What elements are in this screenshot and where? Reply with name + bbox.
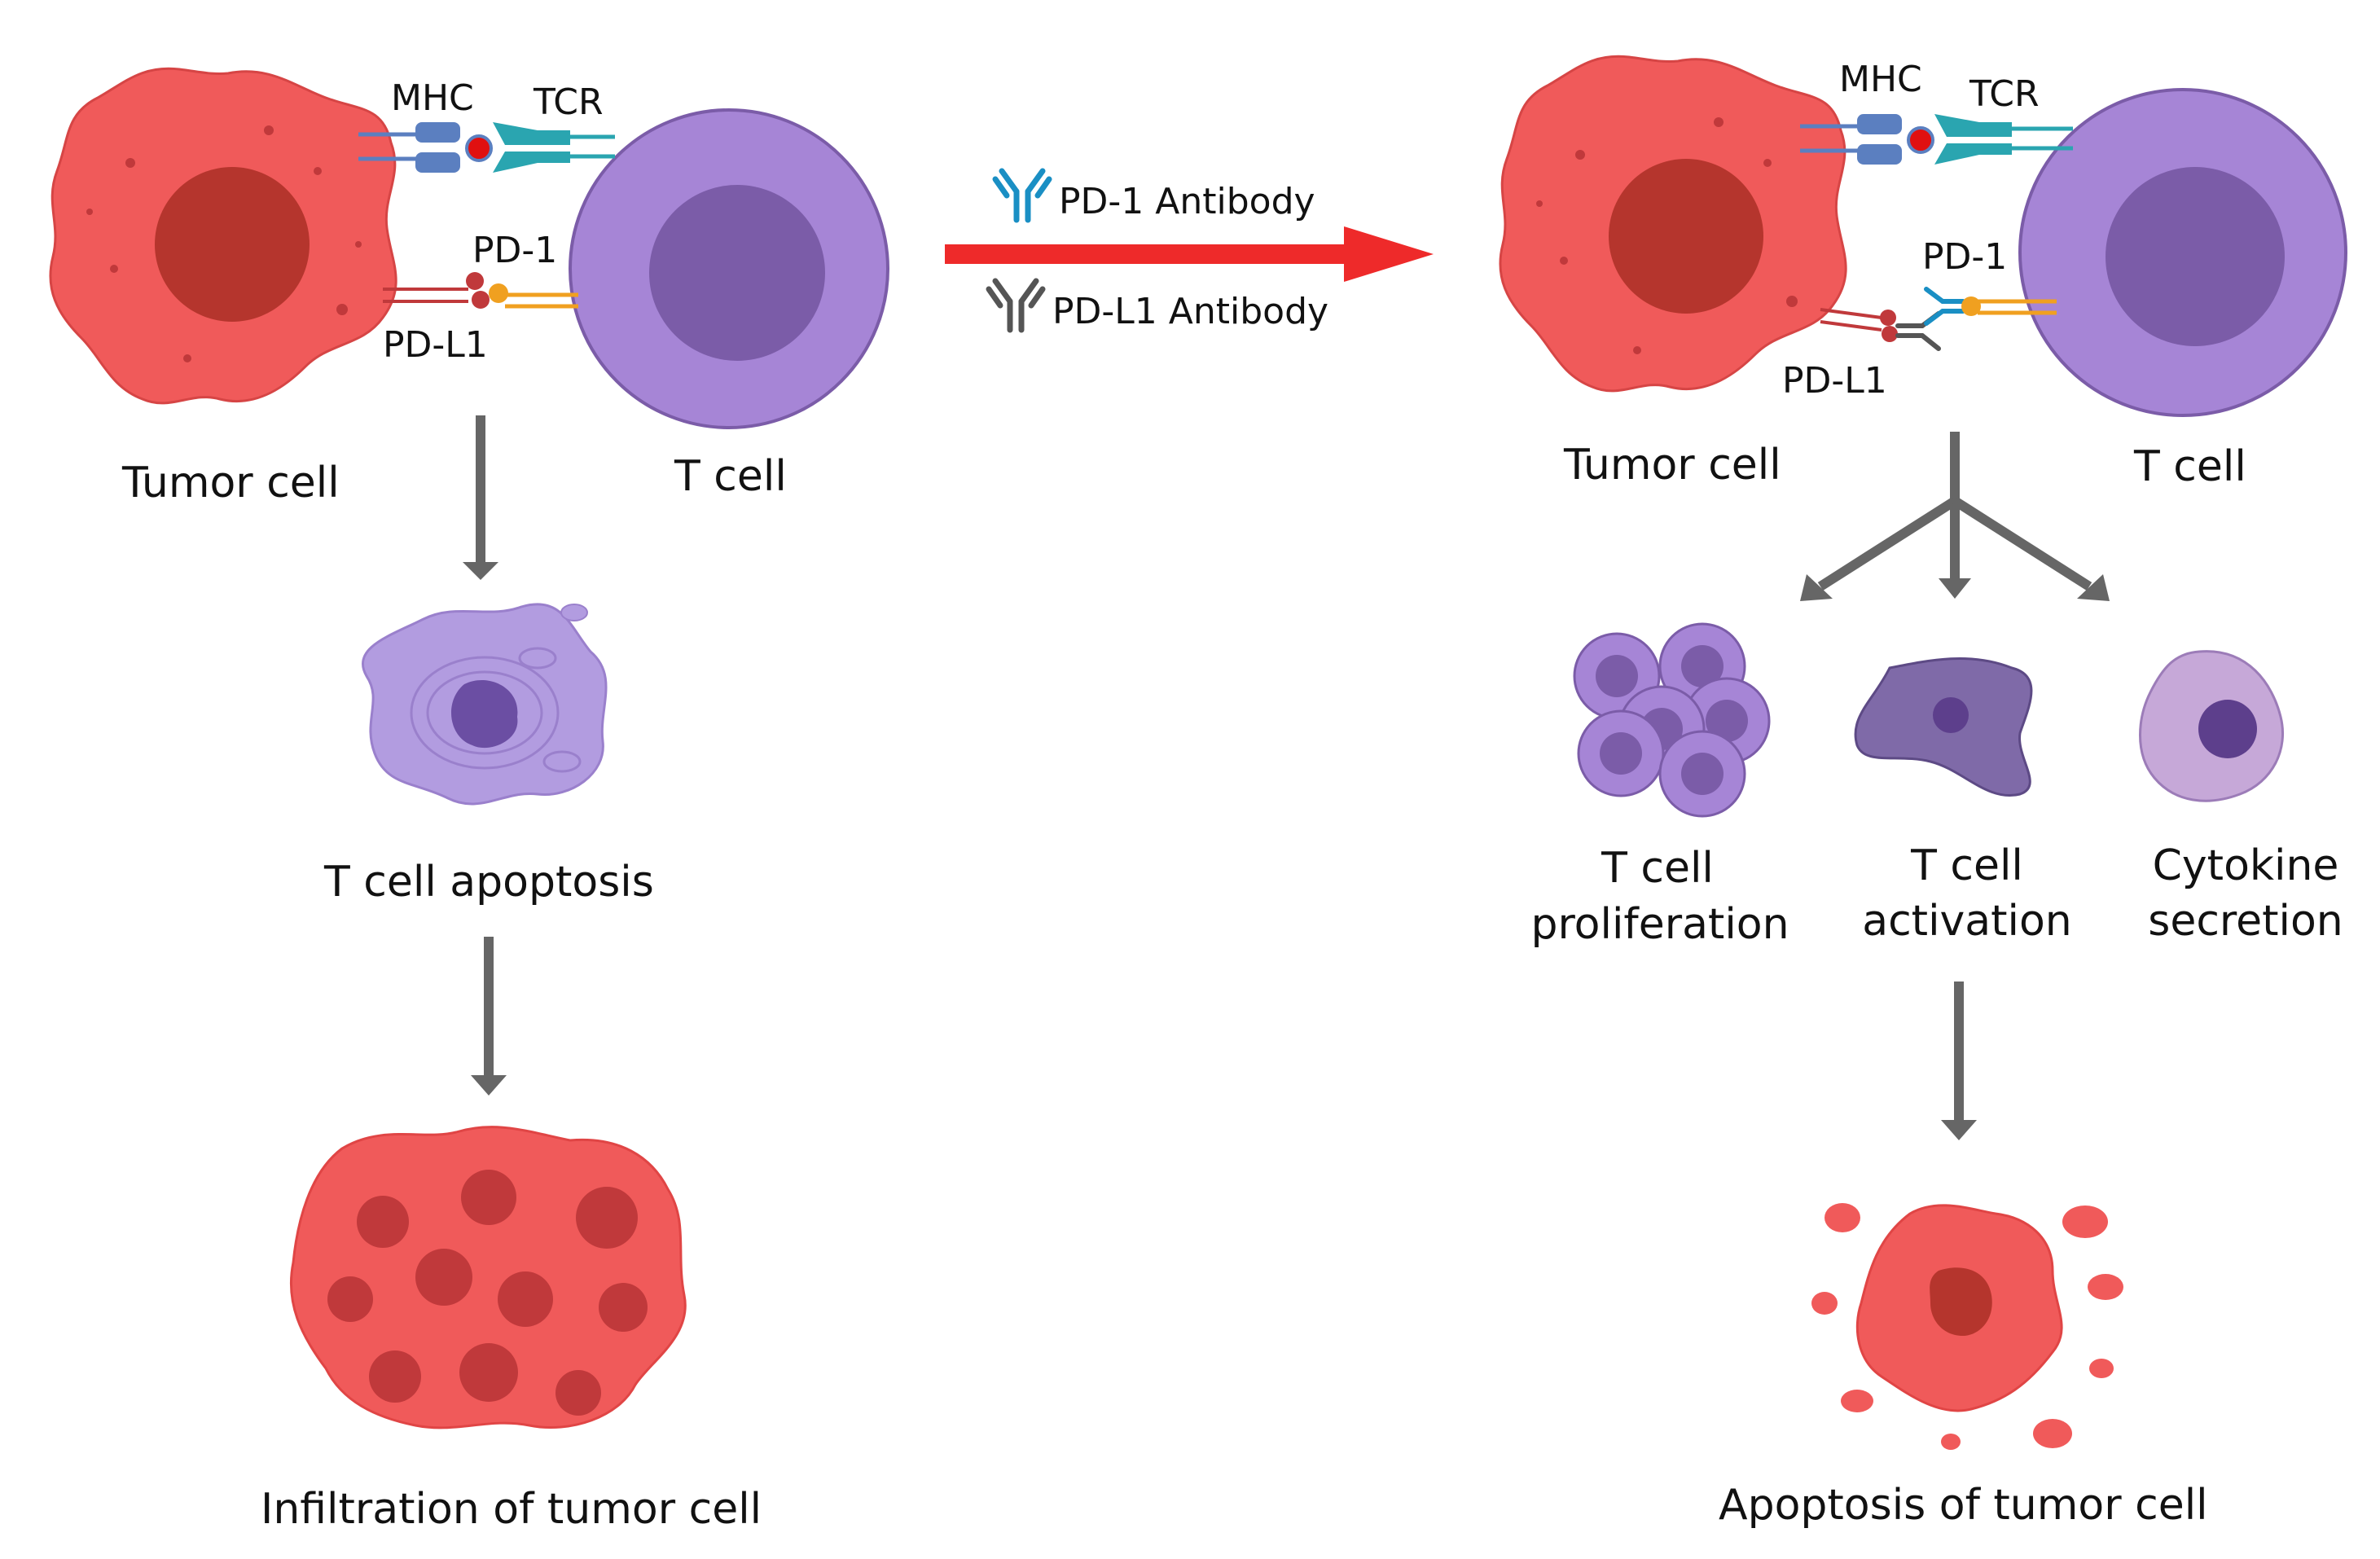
main-treatment-arrow	[945, 226, 1434, 282]
cytokine-line2: secretion	[2148, 897, 2343, 946]
left-arrowhead-infiltration	[471, 1075, 507, 1096]
left-tumor-cell	[49, 67, 397, 405]
right-tumor-cell-label: Tumor cell	[1563, 441, 1781, 490]
proliferation-line2: proliferation	[1530, 900, 1789, 949]
right-pd1-antibody-bound	[1924, 287, 1965, 326]
right-pd1-label: PD-1	[1922, 236, 2007, 278]
right-mhc-tcr-complex	[1800, 114, 2073, 165]
apoptotic-tumor-cell	[1811, 1203, 2123, 1450]
left-t-cell-label: T cell	[674, 452, 787, 501]
left-t-cell	[569, 108, 889, 429]
right-mhc-label: MHC	[1839, 59, 1922, 100]
left-mhc-label: MHC	[391, 77, 474, 119]
pd1-antibody-label: PD-1 Antibody	[1059, 181, 1315, 222]
cytokine-secreting-cell	[2139, 650, 2285, 802]
activated-t-cell	[1854, 657, 2033, 797]
left-arrowhead-apoptosis	[463, 562, 498, 580]
left-pd1-label: PD-1	[472, 230, 557, 271]
pdl1-antibody-label: PD-L1 Antibody	[1052, 291, 1328, 332]
pdl1-antibody-icon	[986, 278, 1046, 333]
right-pdl1-label: PD-L1	[1782, 360, 1887, 402]
left-panel: MHC TCR PD-1 PD-L1 Tumor cell T cell T c…	[49, 67, 889, 1534]
right-tumor-cell	[1499, 55, 1847, 393]
apoptotic-t-cell	[361, 603, 608, 806]
cytokine-line1: Cytokine	[2153, 841, 2339, 890]
pd1-antibody-icon	[992, 168, 1052, 223]
tumor-apoptosis-label: Apoptosis of tumor cell	[1719, 1481, 2208, 1530]
right-t-cell-label: T cell	[2133, 442, 2246, 491]
treatment-arrow-group: PD-1 Antibody PD-L1 Antibody	[945, 168, 1434, 333]
activation-line1: T cell	[1910, 841, 2023, 890]
left-tcr-label: TCR	[533, 81, 604, 123]
right-t-cell	[2018, 88, 2347, 417]
proliferation-line1: T cell	[1601, 844, 1714, 893]
tumor-cell-cluster	[289, 1126, 687, 1429]
branch-arrows	[1800, 432, 2110, 601]
left-mhc-tcr-complex	[358, 122, 615, 173]
infiltration-label: Infiltration of tumor cell	[261, 1485, 762, 1534]
left-pdl1-label: PD-L1	[383, 324, 488, 366]
left-tumor-cell-label: Tumor cell	[121, 459, 340, 507]
right-arrowhead-tumor-apoptosis	[1941, 1120, 1977, 1140]
proliferation-cells	[1573, 622, 1771, 818]
left-pd1-pdl1-complex	[383, 272, 578, 309]
t-cell-apoptosis-label: T cell apoptosis	[323, 858, 654, 907]
right-panel: MHC TCR PD-1 PD-L1 Tumor cell T cell	[1499, 55, 2347, 1530]
right-pd1-pdl1-blocked	[1820, 287, 2057, 351]
activation-line2: activation	[1862, 897, 2072, 946]
right-tcr-label: TCR	[1969, 73, 2040, 115]
